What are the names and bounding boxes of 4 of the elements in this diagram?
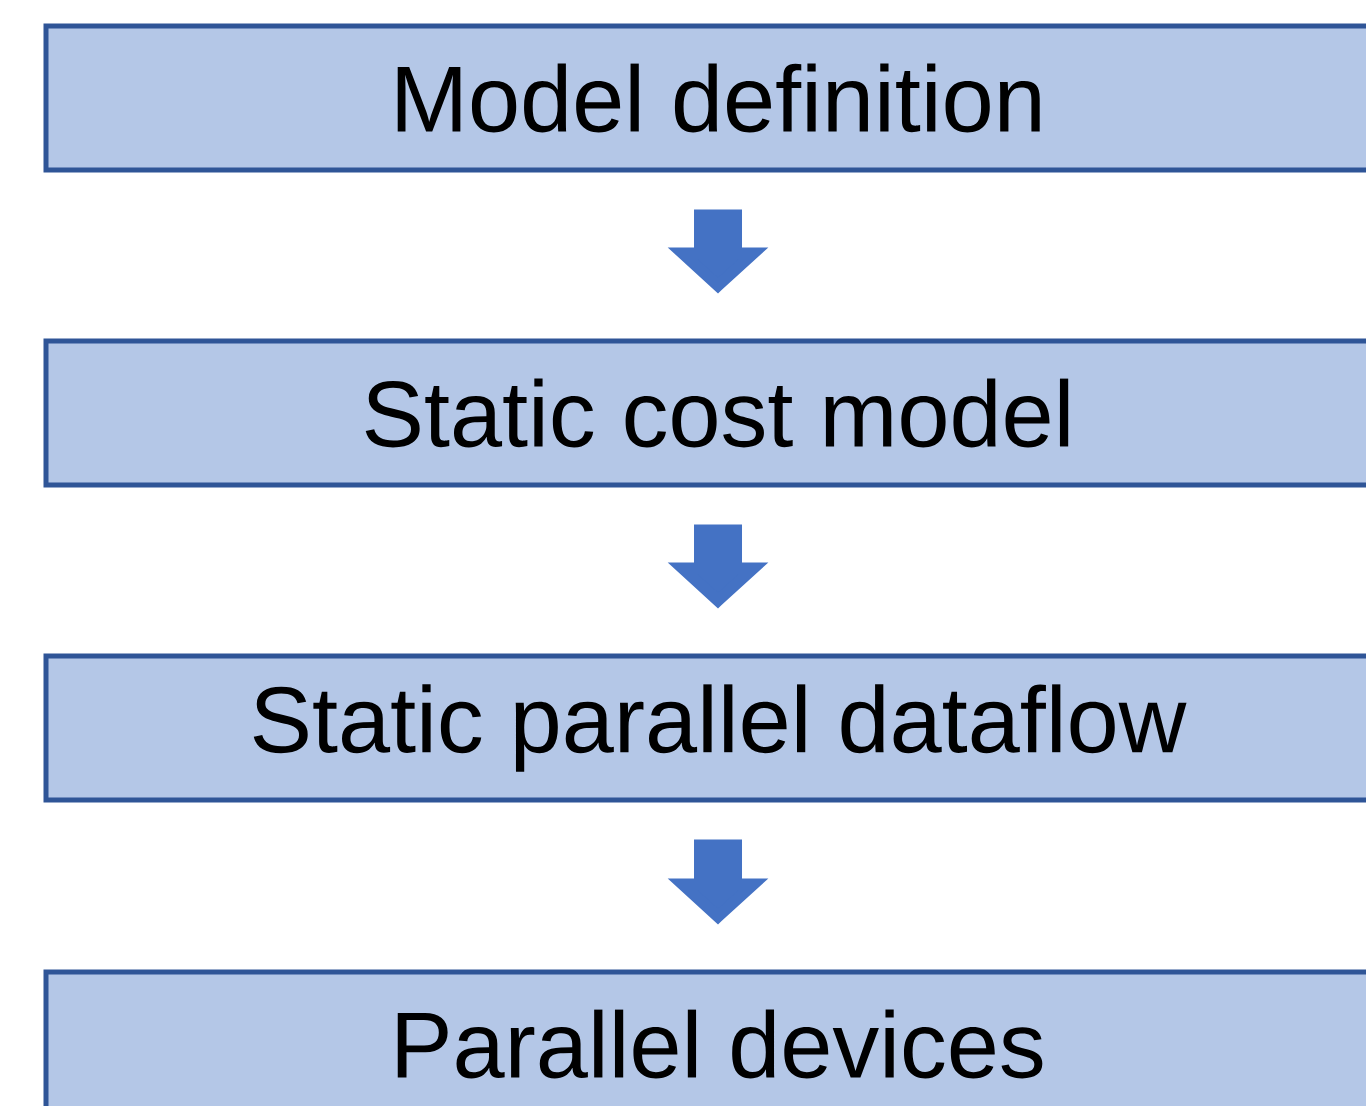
process-box: Model definition <box>43 23 1366 173</box>
process-box: Static cost model <box>43 338 1366 488</box>
process-box: Parallel devices <box>43 969 1366 1106</box>
process-box: Static parallel dataflow <box>43 653 1366 803</box>
